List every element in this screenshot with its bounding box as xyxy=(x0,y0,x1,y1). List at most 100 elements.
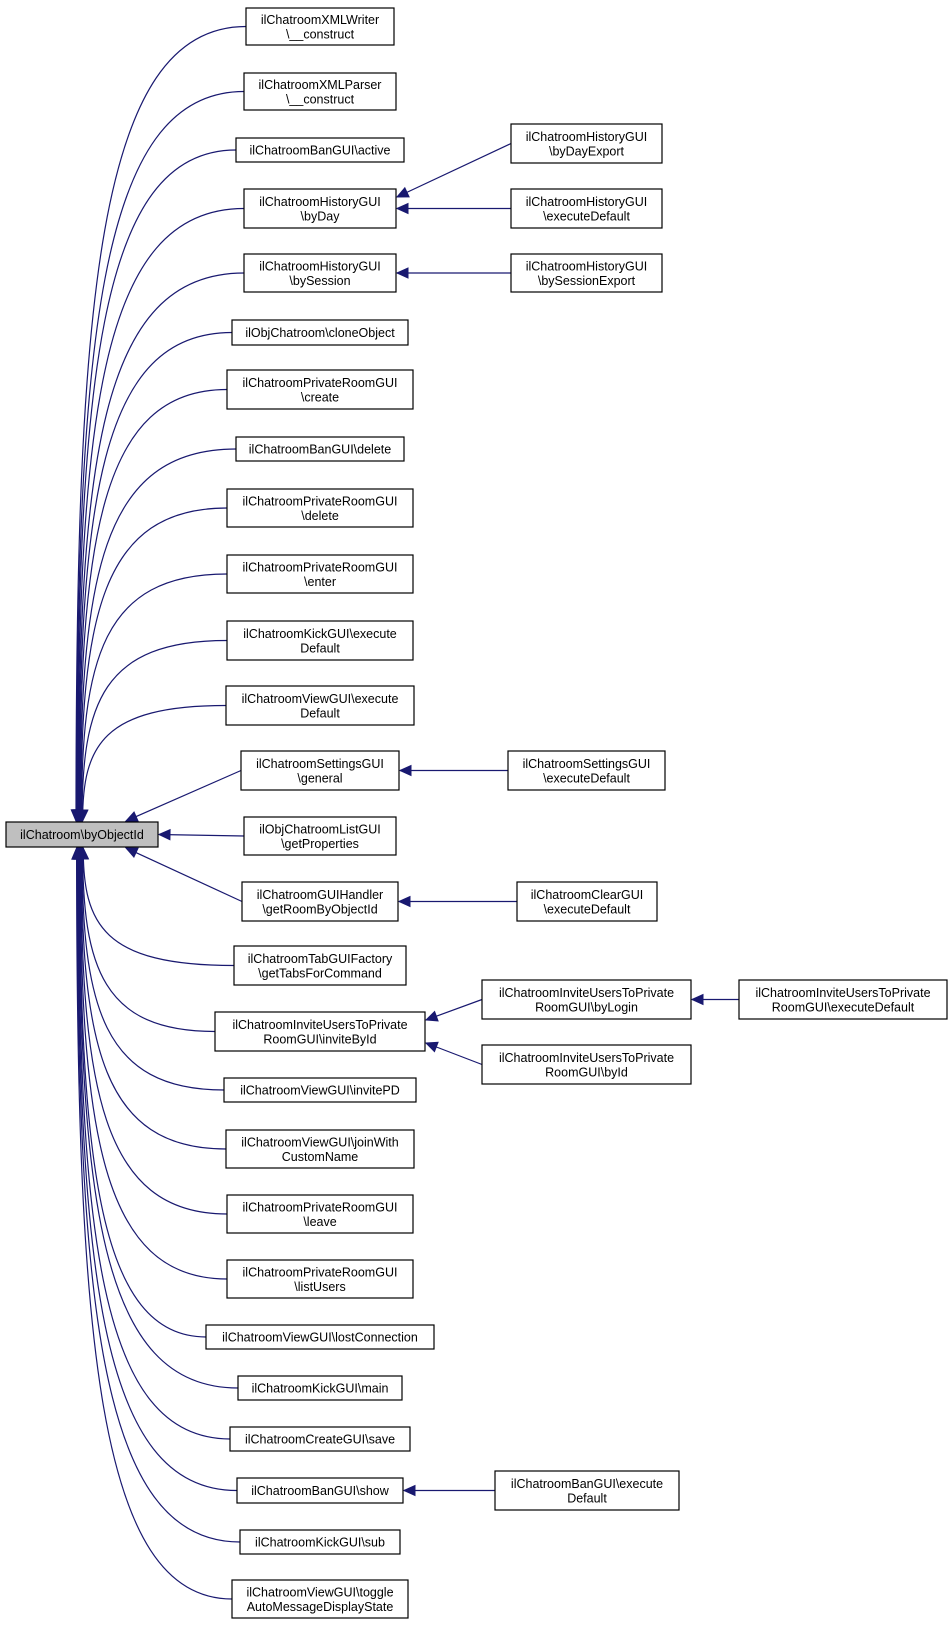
node-box xyxy=(239,1529,401,1555)
node-tabfactory[interactable]: ilChatroomTabGUIFactory\getTabsForComman… xyxy=(233,945,407,986)
node-label: \listUsers xyxy=(294,1280,345,1294)
node-label: ilChatroomInviteUsersToPrivate xyxy=(232,1018,407,1032)
node-box xyxy=(516,881,658,922)
node-guihandler-room[interactable]: ilChatroomGUIHandler\getRoomByObjectId xyxy=(241,881,399,922)
node-box xyxy=(236,1477,404,1504)
node-label: ilChatroomClearGUI xyxy=(531,888,644,902)
node-ban-delete[interactable]: ilChatroomBanGUI\delete xyxy=(235,436,405,462)
edge-view-lost-to-root xyxy=(79,847,207,1338)
node-label: Default xyxy=(567,1491,607,1505)
node-label: \leave xyxy=(303,1215,336,1229)
edge-hist-bysessionexport-to-hist-bysession-arrow xyxy=(395,267,409,279)
node-priv-listusers[interactable]: ilChatroomPrivateRoomGUI\listUsers xyxy=(226,1259,414,1299)
node-kick-exec[interactable]: ilChatroomKickGUI\executeDefault xyxy=(226,620,414,661)
node-label: ilChatroomGUIHandler xyxy=(257,888,383,902)
node-root[interactable]: ilChatroom\byObjectId xyxy=(5,821,159,848)
node-view-toggle[interactable]: ilChatroomViewGUI\toggleAutoMessageDispl… xyxy=(231,1579,409,1619)
node-label: \getRoomByObjectId xyxy=(262,902,377,916)
node-box xyxy=(233,945,407,986)
node-box xyxy=(243,253,397,293)
edge-create-save-to-root xyxy=(77,847,231,1440)
node-hist-execdefault[interactable]: ilChatroomHistoryGUI\executeDefault xyxy=(510,188,663,229)
edge-ban-active-to-root xyxy=(76,149,237,822)
node-hist-bysession[interactable]: ilChatroomHistoryGUI\bySession xyxy=(243,253,397,293)
node-label: \general xyxy=(297,771,342,785)
node-view-exec[interactable]: ilChatroomViewGUI\executeDefault xyxy=(225,685,415,726)
node-objlist-props[interactable]: ilObjChatroomListGUI\getProperties xyxy=(243,816,397,856)
edge-ban-exec-to-ban-show-arrow xyxy=(402,1484,416,1497)
edge-invite-by-id-to-invite-byid-arrow xyxy=(424,1041,439,1053)
node-ban-exec[interactable]: ilChatroomBanGUI\executeDefault xyxy=(494,1470,680,1511)
node-box xyxy=(225,1129,415,1169)
edge-settings-exec-to-settings-general-arrow xyxy=(398,764,412,777)
node-label: ilChatroomKickGUI\main xyxy=(252,1382,389,1396)
node-label: RoomGUI\executeDefault xyxy=(772,1000,915,1014)
node-box xyxy=(738,979,948,1020)
node-kick-sub[interactable]: ilChatroomKickGUI\sub xyxy=(239,1529,401,1555)
node-box xyxy=(237,1375,403,1401)
node-priv-leave[interactable]: ilChatroomPrivateRoomGUI\leave xyxy=(226,1194,414,1234)
node-box xyxy=(235,436,405,462)
node-label: \enter xyxy=(304,575,336,589)
node-box xyxy=(226,554,414,594)
node-box xyxy=(235,137,405,163)
edge-invite-byid-to-root xyxy=(82,847,216,1033)
edge-view-toggle-to-root xyxy=(76,847,233,1600)
node-label: ilChatroomBanGUI\active xyxy=(249,144,390,158)
node-view-invitepd[interactable]: ilChatroomViewGUI\invitePD xyxy=(223,1077,417,1103)
node-xmlparser[interactable]: ilChatroomXMLParser\__construct xyxy=(243,72,397,111)
node-invite-by-id[interactable]: ilChatroomInviteUsersToPrivateRoomGUI\by… xyxy=(481,1044,692,1085)
node-invite-execdefault[interactable]: ilChatroomInviteUsersToPrivateRoomGUI\ex… xyxy=(738,979,948,1020)
node-label: ilChatroomHistoryGUI xyxy=(526,259,648,273)
node-ban-show[interactable]: ilChatroomBanGUI\show xyxy=(236,1477,404,1504)
node-hist-bysessionexport[interactable]: ilChatroomHistoryGUI\bySessionExport xyxy=(510,253,663,293)
node-box xyxy=(240,750,400,791)
node-box xyxy=(214,1011,426,1052)
node-box xyxy=(5,821,159,848)
node-hist-byday[interactable]: ilChatroomHistoryGUI\byDay xyxy=(243,188,397,229)
graph-edges xyxy=(70,25,739,1600)
node-label: ilObjChatroomListGUI xyxy=(259,822,381,836)
node-priv-delete[interactable]: ilChatroomPrivateRoomGUI\delete xyxy=(226,488,414,528)
node-label: \delete xyxy=(301,509,339,523)
node-priv-enter[interactable]: ilChatroomPrivateRoomGUI\enter xyxy=(226,554,414,594)
node-obj-clone[interactable]: ilObjChatroom\cloneObject xyxy=(231,319,409,346)
node-box xyxy=(510,188,663,229)
node-label: \create xyxy=(301,390,339,404)
node-label: ilChatroomSettingsGUI xyxy=(523,757,651,771)
edge-hist-bysession-to-root xyxy=(77,272,245,822)
node-label: ilChatroomInviteUsersToPrivate xyxy=(499,986,674,1000)
node-label: \byDay xyxy=(301,209,341,223)
node-ban-active[interactable]: ilChatroomBanGUI\active xyxy=(235,137,405,163)
edge-ban-show-to-root xyxy=(77,847,238,1492)
node-settings-exec[interactable]: ilChatroomSettingsGUI\executeDefault xyxy=(507,750,666,791)
node-box xyxy=(243,816,397,856)
node-xmlwriter[interactable]: ilChatroomXMLWriter\__construct xyxy=(245,7,395,46)
node-invite-byid[interactable]: ilChatroomInviteUsersToPrivateRoomGUI\in… xyxy=(214,1011,426,1052)
node-label: RoomGUI\byLogin xyxy=(535,1000,638,1014)
node-kick-main[interactable]: ilChatroomKickGUI\main xyxy=(237,1375,403,1401)
node-priv-create[interactable]: ilChatroomPrivateRoomGUI\create xyxy=(226,369,414,410)
node-label: \__construct xyxy=(286,27,355,41)
edge-invite-execdefault-to-invite-bylogin-arrow xyxy=(690,993,704,1006)
node-invite-bylogin[interactable]: ilChatroomInviteUsersToPrivateRoomGUI\by… xyxy=(481,979,692,1020)
node-clear-exec[interactable]: ilChatroomClearGUI\executeDefault xyxy=(516,881,658,922)
node-label: ilChatroomViewGUI\execute xyxy=(242,692,399,706)
node-label: ilChatroomKickGUI\execute xyxy=(243,627,397,641)
node-label: ilChatroomBanGUI\show xyxy=(251,1484,390,1498)
node-box xyxy=(241,881,399,922)
edge-hist-bydayexport-to-hist-byday-arrow xyxy=(395,186,410,198)
node-hist-bydayexport[interactable]: ilChatroomHistoryGUI\byDayExport xyxy=(510,123,663,164)
node-label: ilChatroomPrivateRoomGUI xyxy=(243,1265,398,1279)
node-view-lost[interactable]: ilChatroomViewGUI\lostConnection xyxy=(205,1324,435,1350)
edge-priv-listusers-to-root xyxy=(79,847,228,1280)
node-label: \getProperties xyxy=(281,837,359,851)
node-label: ilChatroomHistoryGUI xyxy=(259,259,381,273)
node-settings-general[interactable]: ilChatroomSettingsGUI\general xyxy=(240,750,400,791)
edge-view-join-to-root xyxy=(80,847,227,1150)
edge-obj-clone-to-root xyxy=(78,331,233,822)
node-create-save[interactable]: ilChatroomCreateGUI\save xyxy=(229,1426,411,1452)
node-label: ilChatroomPrivateRoomGUI xyxy=(243,494,398,508)
edge-guihandler-room-to-root xyxy=(125,847,243,903)
